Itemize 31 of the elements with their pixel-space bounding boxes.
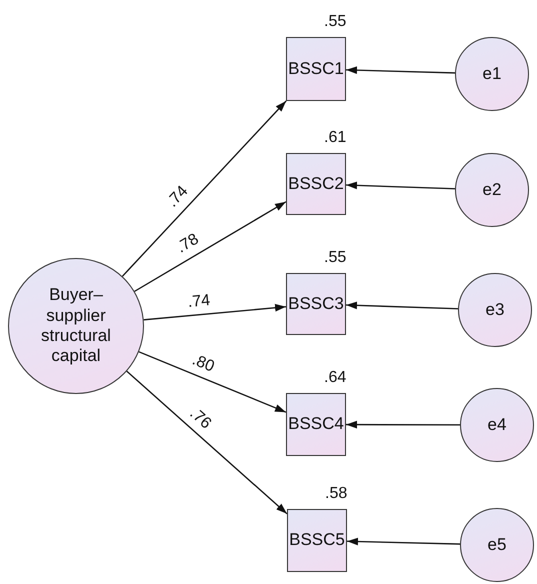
r-squared-value: .61 bbox=[324, 129, 346, 147]
node-label: Buyer–supplier structural capital bbox=[40, 285, 112, 367]
path-arrow bbox=[134, 201, 286, 292]
node-label: BSSC5 bbox=[288, 530, 346, 551]
node-label: BSSC3 bbox=[287, 294, 345, 314]
path-arrow bbox=[346, 66, 456, 74]
path-arrow bbox=[346, 538, 460, 546]
node-label: e1 bbox=[482, 64, 502, 84]
node-label: BSSC1 bbox=[287, 58, 345, 80]
observed-variable-box bbox=[286, 393, 346, 456]
path-arrow bbox=[126, 370, 288, 514]
r-squared-value: .58 bbox=[325, 485, 348, 503]
node-label: e4 bbox=[486, 414, 508, 436]
path-arrow bbox=[138, 351, 286, 413]
r-squared-value: .55 bbox=[324, 13, 346, 31]
observed-variable-box bbox=[286, 153, 346, 215]
node-label: e5 bbox=[486, 534, 508, 556]
path-arrow bbox=[144, 304, 286, 320]
node-label: e3 bbox=[484, 300, 506, 320]
path-arrow bbox=[122, 100, 287, 277]
path-arrow bbox=[346, 182, 456, 190]
r-squared-value: .55 bbox=[324, 249, 346, 267]
node-label: BSSC4 bbox=[287, 414, 345, 435]
r-squared-value: .64 bbox=[324, 369, 346, 387]
path-arrow bbox=[346, 302, 458, 310]
node-label: e2 bbox=[482, 180, 502, 200]
path-arrow bbox=[346, 420, 460, 428]
observed-variable-box bbox=[286, 273, 346, 335]
node-label: BSSC2 bbox=[287, 174, 345, 194]
observed-variable-box bbox=[286, 37, 346, 101]
observed-variable-box bbox=[287, 509, 347, 572]
